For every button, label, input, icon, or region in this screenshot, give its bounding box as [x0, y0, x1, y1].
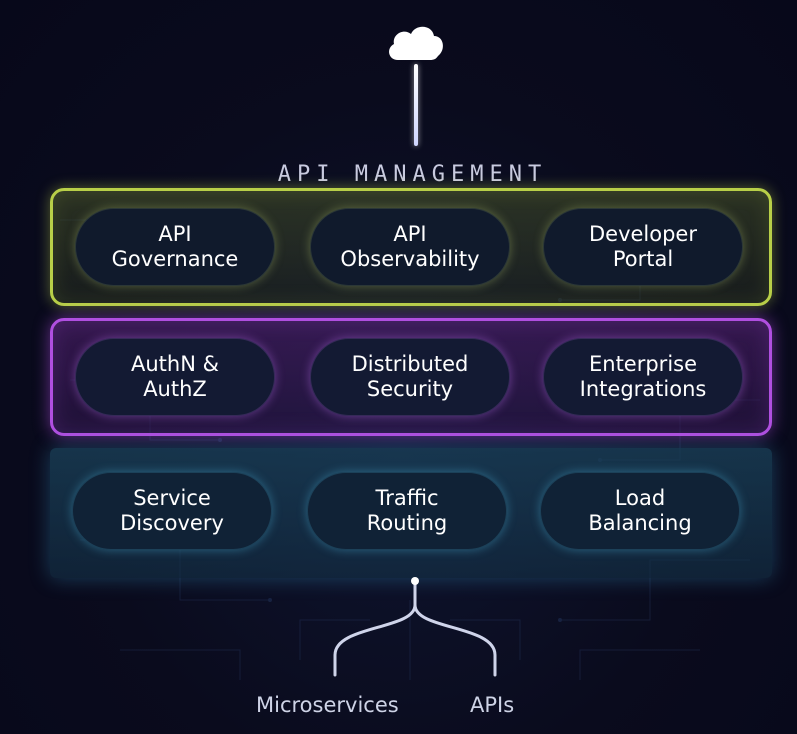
node-label-line1: Developer	[588, 222, 697, 246]
node-enterprise-integrations: Enterprise Integrations	[543, 338, 743, 416]
node-label-line2: Security	[366, 377, 454, 401]
node-label-line1: API	[393, 222, 427, 246]
node-label-line2: AuthZ	[143, 377, 207, 401]
node-label-line2: Governance	[111, 247, 239, 271]
node-label-line1: API	[158, 222, 192, 246]
node-api-observability: API Observability	[310, 208, 510, 286]
node-label-line1: Distributed	[351, 352, 469, 376]
layer-networking: Service Discovery Traffic Routing Load B…	[50, 448, 772, 578]
source-label-apis: APIs	[470, 693, 515, 717]
node-label-line1: Traffic	[375, 486, 439, 510]
diagram-title: API MANAGEMENT	[277, 162, 548, 187]
node-label-line1: Service	[133, 486, 211, 510]
connector-line-top	[414, 64, 418, 146]
node-label-line2: Portal	[612, 247, 674, 271]
node-label-line1: Enterprise	[588, 352, 698, 376]
node-authn-authz: AuthN & AuthZ	[75, 338, 275, 416]
node-label-line2: Discovery	[120, 511, 224, 535]
node-load-balancing: Load Balancing	[540, 472, 740, 550]
node-label-line2: Balancing	[588, 511, 692, 535]
node-api-governance: API Governance	[75, 208, 275, 286]
connector-node	[411, 577, 419, 585]
node-service-discovery: Service Discovery	[72, 472, 272, 550]
node-label-line2: Integrations	[579, 377, 707, 401]
node-traffic-routing: Traffic Routing	[307, 472, 507, 550]
source-label-microservices: Microservices	[256, 693, 399, 717]
node-distributed-security: Distributed Security	[310, 338, 510, 416]
node-label-line2: Observability	[340, 247, 480, 271]
node-label-line1: Load	[614, 486, 666, 510]
source-connectors	[333, 577, 497, 677]
node-developer-portal: Developer Portal	[543, 208, 743, 286]
node-label-line2: Routing	[366, 511, 448, 535]
cloud-icon	[389, 26, 443, 60]
layer-management: API Governance API Observability Develop…	[50, 188, 772, 306]
node-label-line1: AuthN &	[131, 352, 219, 376]
layer-security: AuthN & AuthZ Distributed Security Enter…	[50, 318, 772, 436]
